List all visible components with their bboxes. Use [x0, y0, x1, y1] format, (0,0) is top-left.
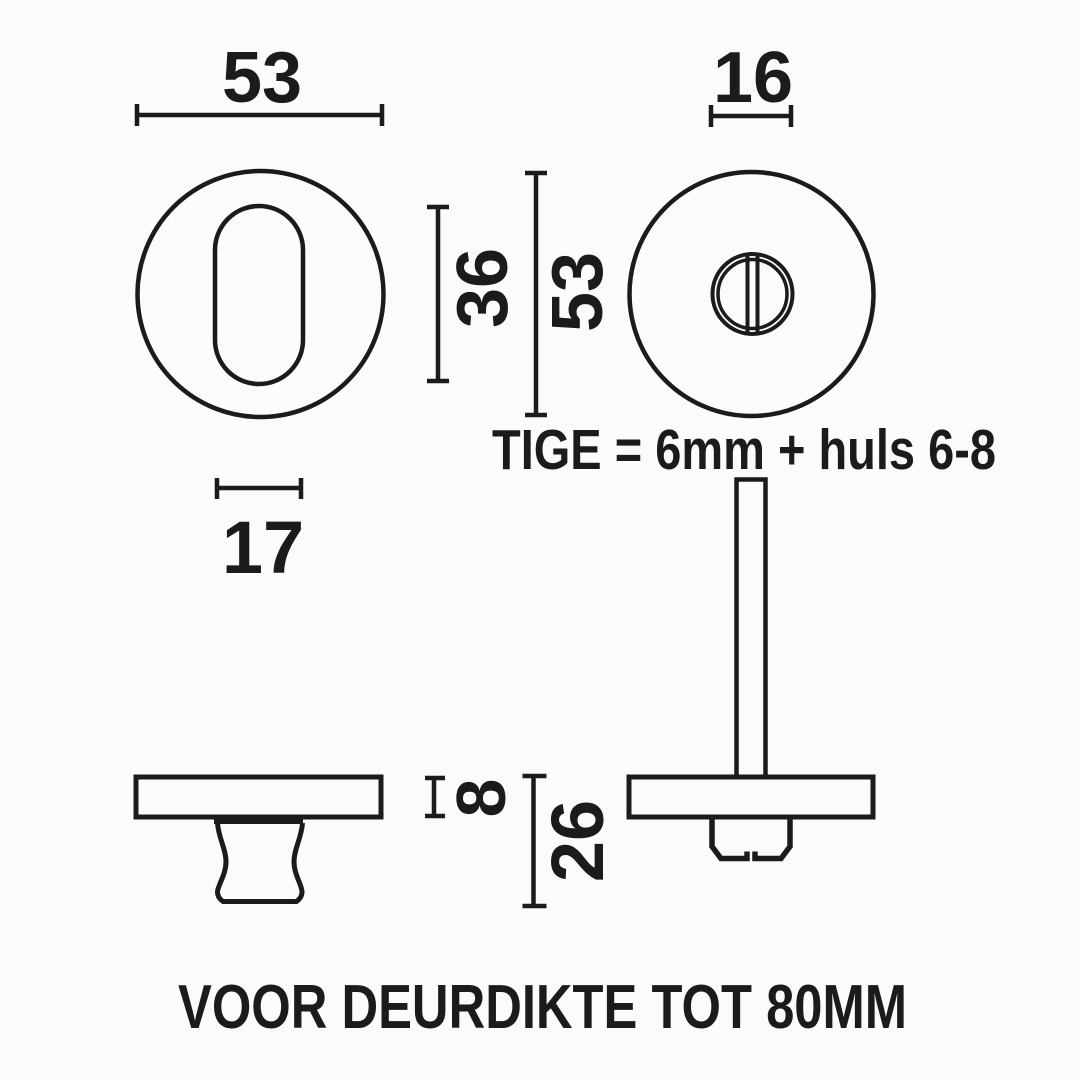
side-view-turn-rosette — [626, 477, 876, 862]
thumb-turn-inner-ring — [716, 257, 789, 331]
dim-turn-width-line — [708, 105, 794, 127]
dim-keyhole-height-line — [427, 204, 449, 384]
dim-total-depth: 26 — [522, 773, 619, 909]
door-thickness-note: VOOR DEURDIKTE TOT 80MM — [178, 973, 907, 1042]
dim-rosette-thickness: 8 — [425, 775, 520, 819]
dim-rosette-height-label: 53 — [538, 252, 618, 332]
dim-rosette-width-line — [134, 104, 385, 126]
spindle-rod — [734, 477, 768, 777]
dim-turn-width: 16 — [708, 38, 794, 127]
keyhole-rosette-outline — [135, 168, 386, 420]
spindle-note: TIGE = 6mm + huls 6-8 — [492, 418, 996, 482]
turn-boss-sleeve — [709, 817, 793, 862]
dim-keyhole-height-label: 36 — [443, 248, 523, 328]
front-view-turn-rosette — [627, 169, 876, 419]
dim-rosette-width-label: 53 — [222, 38, 302, 118]
dim-rosette-thickness-label: 8 — [442, 779, 520, 818]
dim-keyhole-width-label: 17 — [222, 506, 304, 589]
turn-rosette-plate — [626, 774, 876, 820]
dim-keyhole-width-line — [214, 478, 304, 499]
dim-rosette-thickness-line — [425, 775, 445, 819]
thumb-turn-outer-ring — [710, 252, 795, 336]
dim-total-depth-line — [522, 773, 547, 909]
knob-grip-profile — [215, 822, 305, 904]
dim-rosette-height: 53 — [525, 170, 618, 418]
dim-rosette-height-line — [525, 170, 547, 418]
dim-rosette-width: 53 — [134, 38, 385, 126]
turn-rosette-outline — [627, 169, 876, 419]
front-view-keyhole-rosette — [135, 168, 386, 420]
dim-keyhole-width: 17 — [214, 478, 304, 589]
thumb-turn-coin-slot — [745, 254, 760, 334]
side-view-knob-rosette — [133, 774, 384, 904]
dim-keyhole-height: 36 — [427, 204, 523, 384]
dim-total-depth-label: 26 — [536, 800, 619, 882]
dim-turn-width-label: 16 — [713, 38, 793, 118]
keyhole-slot — [212, 203, 306, 387]
